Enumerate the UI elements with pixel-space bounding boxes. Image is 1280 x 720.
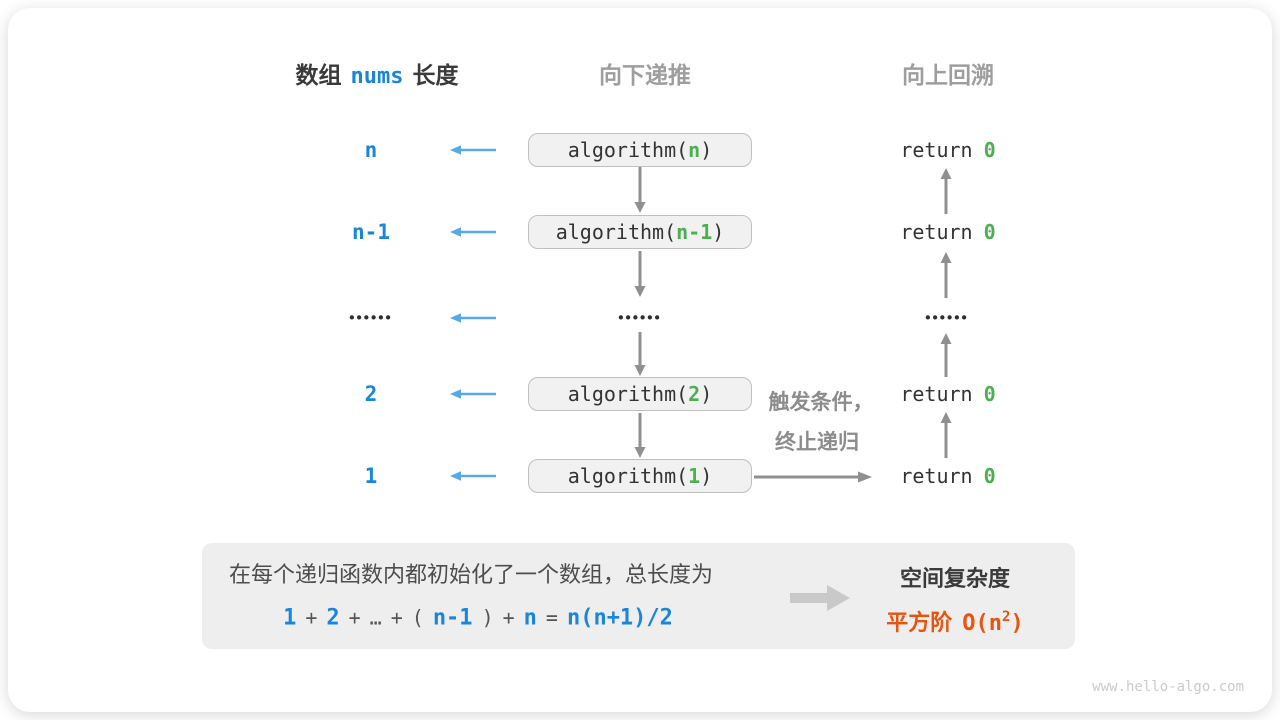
formula-result: n(n+1)/2 [566,605,673,631]
call-ellipsis: •••••• [618,309,662,327]
formula-operator: = [545,605,558,630]
down-arrow-icon [634,251,646,297]
formula-term: 1 [283,605,297,631]
return-statement: return 0 [900,382,995,406]
call-text: algorithm( [555,220,677,244]
formula-paren: ) [481,605,494,630]
complexity-notation-suffix: ) [1010,611,1024,636]
up-arrow-icon [940,333,952,377]
down-arrow-icon [634,167,646,213]
terminate-note-line1: 触发条件， [768,391,874,414]
formula-operator: + [502,605,515,630]
length-label-n-1: n-1 [352,220,390,244]
array-length-header: 数组 nums 长度 [296,56,459,90]
length-label-2: 2 [364,382,378,406]
left-arrow-icon [450,471,496,481]
call-arg: 1 [688,464,701,488]
return-statement: return 0 [900,464,995,488]
complexity-exponent: 2 [1002,609,1011,625]
return-keyword: return [900,382,973,406]
array-length-header-suffix: 长度 [412,62,459,88]
terminate-note-line2: 终止递归 [775,431,859,454]
complexity-title: 空间复杂度 [899,566,1011,591]
return-value: 0 [983,138,996,162]
call-text: ) [700,382,713,406]
call-text: ) [700,464,713,488]
return-keyword: return [900,220,973,244]
call-text: algorithm( [567,464,689,488]
return-statement: return 0 [900,220,995,244]
down-arrow-icon [634,332,646,376]
return-keyword: return [900,138,973,162]
length-ellipsis: •••••• [349,309,393,327]
up-arrow-icon [940,412,952,458]
implies-block-arrow-icon [790,585,850,611]
terminate-arrow-icon [754,471,872,483]
call-box-algorithm-n-1: algorithm(n-1) [528,215,752,249]
call-box-algorithm-2: algorithm(2) [528,377,752,411]
call-text: ) [700,138,713,162]
formula-term: n-1 [432,605,473,631]
backtrack-up-header: 向上回溯 [902,62,994,88]
call-text: algorithm( [567,138,689,162]
call-arg: 2 [688,382,701,406]
call-text: algorithm( [567,382,689,406]
length-label-n: n [364,138,378,162]
array-length-header-prefix: 数组 [295,62,342,88]
return-value: 0 [983,220,996,244]
call-box-algorithm-n: algorithm(n) [528,133,752,167]
formula-operator: + [390,605,403,630]
summary-formula: 1 + 2 + … + ( n-1 ) + n = n(n+1)/2 [283,606,673,631]
down-arrow-icon [634,413,646,458]
call-arg: n [688,138,701,162]
formula-operator: + [305,605,318,630]
nums-code-label: nums [350,64,404,89]
complexity-result: 平方阶 O(n2) [886,605,1023,637]
complexity-notation-prefix: O(n [962,611,1003,636]
up-arrow-icon [940,252,952,298]
return-keyword: return [900,464,973,488]
summary-panel [202,543,1075,649]
formula-ellipsis: … [369,605,382,630]
return-value: 0 [983,464,996,488]
return-statement: return 0 [900,138,995,162]
formula-term: n [523,605,537,631]
left-arrow-icon [450,145,496,155]
complexity-notation: O(n2) [962,609,1024,636]
call-box-algorithm-1: algorithm(1) [528,459,752,493]
formula-paren: ( [411,605,424,630]
watermark-url: www.hello-algo.com [1092,679,1244,695]
summary-description: 在每个递归函数内都初始化了一个数组，总长度为 [228,562,714,587]
left-arrow-icon [450,313,496,323]
length-label-1: 1 [364,464,378,488]
return-value: 0 [983,382,996,406]
return-ellipsis: •••••• [925,309,969,327]
formula-operator: + [348,605,361,630]
call-text: ) [712,220,725,244]
left-arrow-icon [450,227,496,237]
complexity-order-label: 平方阶 [886,610,953,635]
up-arrow-icon [940,168,952,214]
recurse-down-header: 向下递推 [599,62,691,88]
left-arrow-icon [450,389,496,399]
call-arg: n-1 [676,220,713,244]
formula-term: 2 [326,605,340,631]
